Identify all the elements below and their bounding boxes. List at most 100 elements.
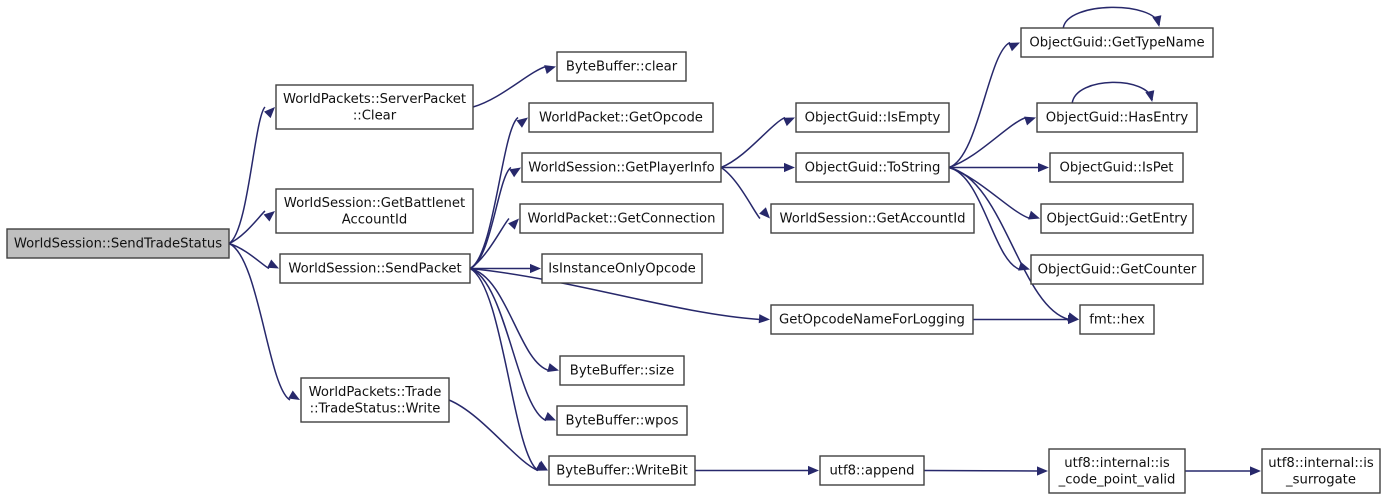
- node-box-getbattlenetaccountid[interactable]: [275, 188, 474, 234]
- call-graph-node[interactable]: ByteBuffer::wpos: [556, 405, 688, 436]
- call-edge: [923, 466, 1048, 476]
- node-label-utf8append: utf8::append: [829, 464, 914, 479]
- call-edge: [228, 210, 275, 245]
- call-graph-node[interactable]: WorldPackets::ServerPacket::Clear: [275, 84, 474, 130]
- node-label-bytebuffersize: ByteBuffer::size: [570, 364, 674, 379]
- call-edge: [470, 263, 541, 274]
- call-graph-node[interactable]: ObjectGuid::IsPet: [1049, 152, 1184, 183]
- call-graph-node[interactable]: ObjectGuid::GetEntry: [1040, 203, 1194, 234]
- node-box-sendpacket[interactable]: [279, 253, 471, 284]
- node-label-iscodepointvalid: utf8::internal::is_code_point_valid: [1058, 456, 1176, 488]
- call-edge: [469, 217, 519, 270]
- call-graph-node[interactable]: WorldSession::SendPacket: [279, 253, 471, 284]
- call-edge: [469, 166, 521, 270]
- node-box-sendtradestatus[interactable]: [6, 228, 230, 259]
- call-edge: [948, 41, 1020, 169]
- call-graph-node[interactable]: ObjectGuid::IsEmpty: [795, 102, 950, 133]
- call-edge: [720, 166, 770, 220]
- call-edge: [228, 106, 275, 245]
- call-graph-node[interactable]: ByteBuffer::size: [559, 355, 685, 386]
- node-label-bytebufferwritebit: ByteBuffer::WriteBit: [556, 464, 688, 479]
- node-label-fmthex: fmt::hex: [1089, 313, 1145, 328]
- call-edge: [469, 116, 528, 270]
- node-box-getaccountid[interactable]: [770, 203, 975, 234]
- node-box-isempty[interactable]: [795, 102, 950, 133]
- node-label-getconnection: WorldPacket::GetConnection: [528, 212, 716, 227]
- call-graph-node[interactable]: IsInstanceOnlyOpcode: [541, 253, 703, 284]
- node-label-isinstanceonlyopcode: IsInstanceOnlyOpcode: [548, 262, 696, 277]
- node-label-getopcodenameforlogging: GetOpcodeNameForLogging: [779, 313, 965, 328]
- call-graph-node[interactable]: fmt::hex: [1079, 304, 1155, 335]
- node-box-getcounter[interactable]: [1030, 254, 1204, 285]
- call-edge: [472, 65, 556, 108]
- call-edge: [228, 242, 300, 401]
- node-label-getopcode: WorldPacket::GetOpcode: [539, 111, 703, 126]
- call-edge: [228, 242, 279, 270]
- call-graph-node[interactable]: ByteBuffer::WriteBit: [548, 455, 696, 486]
- call-graph-node[interactable]: ObjectGuid::GetCounter: [1030, 254, 1204, 285]
- call-edge: [448, 399, 548, 472]
- node-box-isinstanceonlyopcode[interactable]: [541, 253, 703, 284]
- call-graph-node[interactable]: WorldSession::GetPlayerInfo: [521, 152, 722, 183]
- call-graph-node[interactable]: ObjectGuid::ToString: [795, 152, 950, 183]
- call-edge: [948, 166, 1079, 322]
- call-edge: [1185, 466, 1261, 476]
- call-graph-node[interactable]: ObjectGuid::GetTypeName: [1020, 27, 1214, 58]
- node-box-getentry[interactable]: [1040, 203, 1194, 234]
- call-edge: [469, 267, 559, 373]
- node-label-sendpacket: WorldSession::SendPacket: [288, 262, 461, 277]
- call-graph-node[interactable]: ObjectGuid::HasEntry: [1036, 102, 1198, 133]
- call-edge: [469, 267, 556, 422]
- call-graph-node[interactable]: utf8::internal::is_surrogate: [1261, 448, 1381, 494]
- node-box-hasentry[interactable]: [1036, 102, 1198, 133]
- node-label-bytebufferclear: ByteBuffer::clear: [566, 60, 678, 75]
- call-edge: [948, 116, 1036, 169]
- call-edge: [973, 314, 1079, 325]
- node-label-getplayerinfo: WorldSession::GetPlayerInfo: [528, 161, 715, 176]
- node-box-bytebufferwpos[interactable]: [556, 405, 688, 436]
- call-edge: [721, 162, 795, 173]
- call-edge: [949, 162, 1049, 173]
- call-edge: [720, 116, 795, 169]
- call-edge: [469, 267, 548, 472]
- node-box-tostring[interactable]: [795, 152, 950, 183]
- node-box-getplayerinfo[interactable]: [521, 152, 722, 183]
- node-box-getconnection[interactable]: [519, 203, 724, 234]
- call-graph-node[interactable]: WorldPacket::GetConnection: [519, 203, 724, 234]
- node-label-ispet: ObjectGuid::IsPet: [1060, 161, 1174, 176]
- node-box-gettypename[interactable]: [1020, 27, 1214, 58]
- node-box-tradestatuswrite[interactable]: [300, 377, 450, 423]
- call-edge: [1062, 6, 1162, 29]
- call-edge: [1071, 81, 1155, 104]
- node-box-bytebuffersize[interactable]: [559, 355, 685, 386]
- node-label-issurrogate: utf8::internal::is_surrogate: [1268, 456, 1374, 488]
- node-box-getopcodenameforlogging[interactable]: [770, 304, 974, 335]
- node-label-bytebufferwpos: ByteBuffer::wpos: [566, 414, 679, 429]
- edge-layer: [228, 6, 1261, 476]
- node-box-fmthex[interactable]: [1079, 304, 1155, 335]
- call-graph-node[interactable]: WorldPackets::Trade::TradeStatus::Write: [300, 377, 450, 423]
- node-label-hasentry: ObjectGuid::HasEntry: [1046, 111, 1189, 126]
- call-edge: [695, 465, 819, 476]
- node-box-bytebufferclear[interactable]: [556, 51, 687, 82]
- call-graph-node[interactable]: utf8::internal::is_code_point_valid: [1048, 448, 1186, 494]
- call-graph-node[interactable]: WorldSession::SendTradeStatus: [6, 228, 230, 259]
- node-box-issurrogate[interactable]: [1261, 448, 1381, 494]
- call-graph-node[interactable]: GetOpcodeNameForLogging: [770, 304, 974, 335]
- node-box-bytebufferwritebit[interactable]: [548, 455, 696, 486]
- node-box-serverpacketclear[interactable]: [275, 84, 474, 130]
- node-label-sendtradestatus: WorldSession::SendTradeStatus: [14, 237, 222, 252]
- node-box-utf8append[interactable]: [819, 455, 925, 486]
- call-graph-node[interactable]: ByteBuffer::clear: [556, 51, 687, 82]
- node-box-iscodepointvalid[interactable]: [1048, 448, 1186, 494]
- node-box-getopcode[interactable]: [528, 102, 714, 133]
- call-graph-node[interactable]: WorldPacket::GetOpcode: [528, 102, 714, 133]
- call-graph-node[interactable]: WorldSession::GetAccountId: [770, 203, 975, 234]
- node-box-ispet[interactable]: [1049, 152, 1184, 183]
- node-label-gettypename: ObjectGuid::GetTypeName: [1029, 36, 1204, 51]
- call-graph-node[interactable]: utf8::append: [819, 455, 925, 486]
